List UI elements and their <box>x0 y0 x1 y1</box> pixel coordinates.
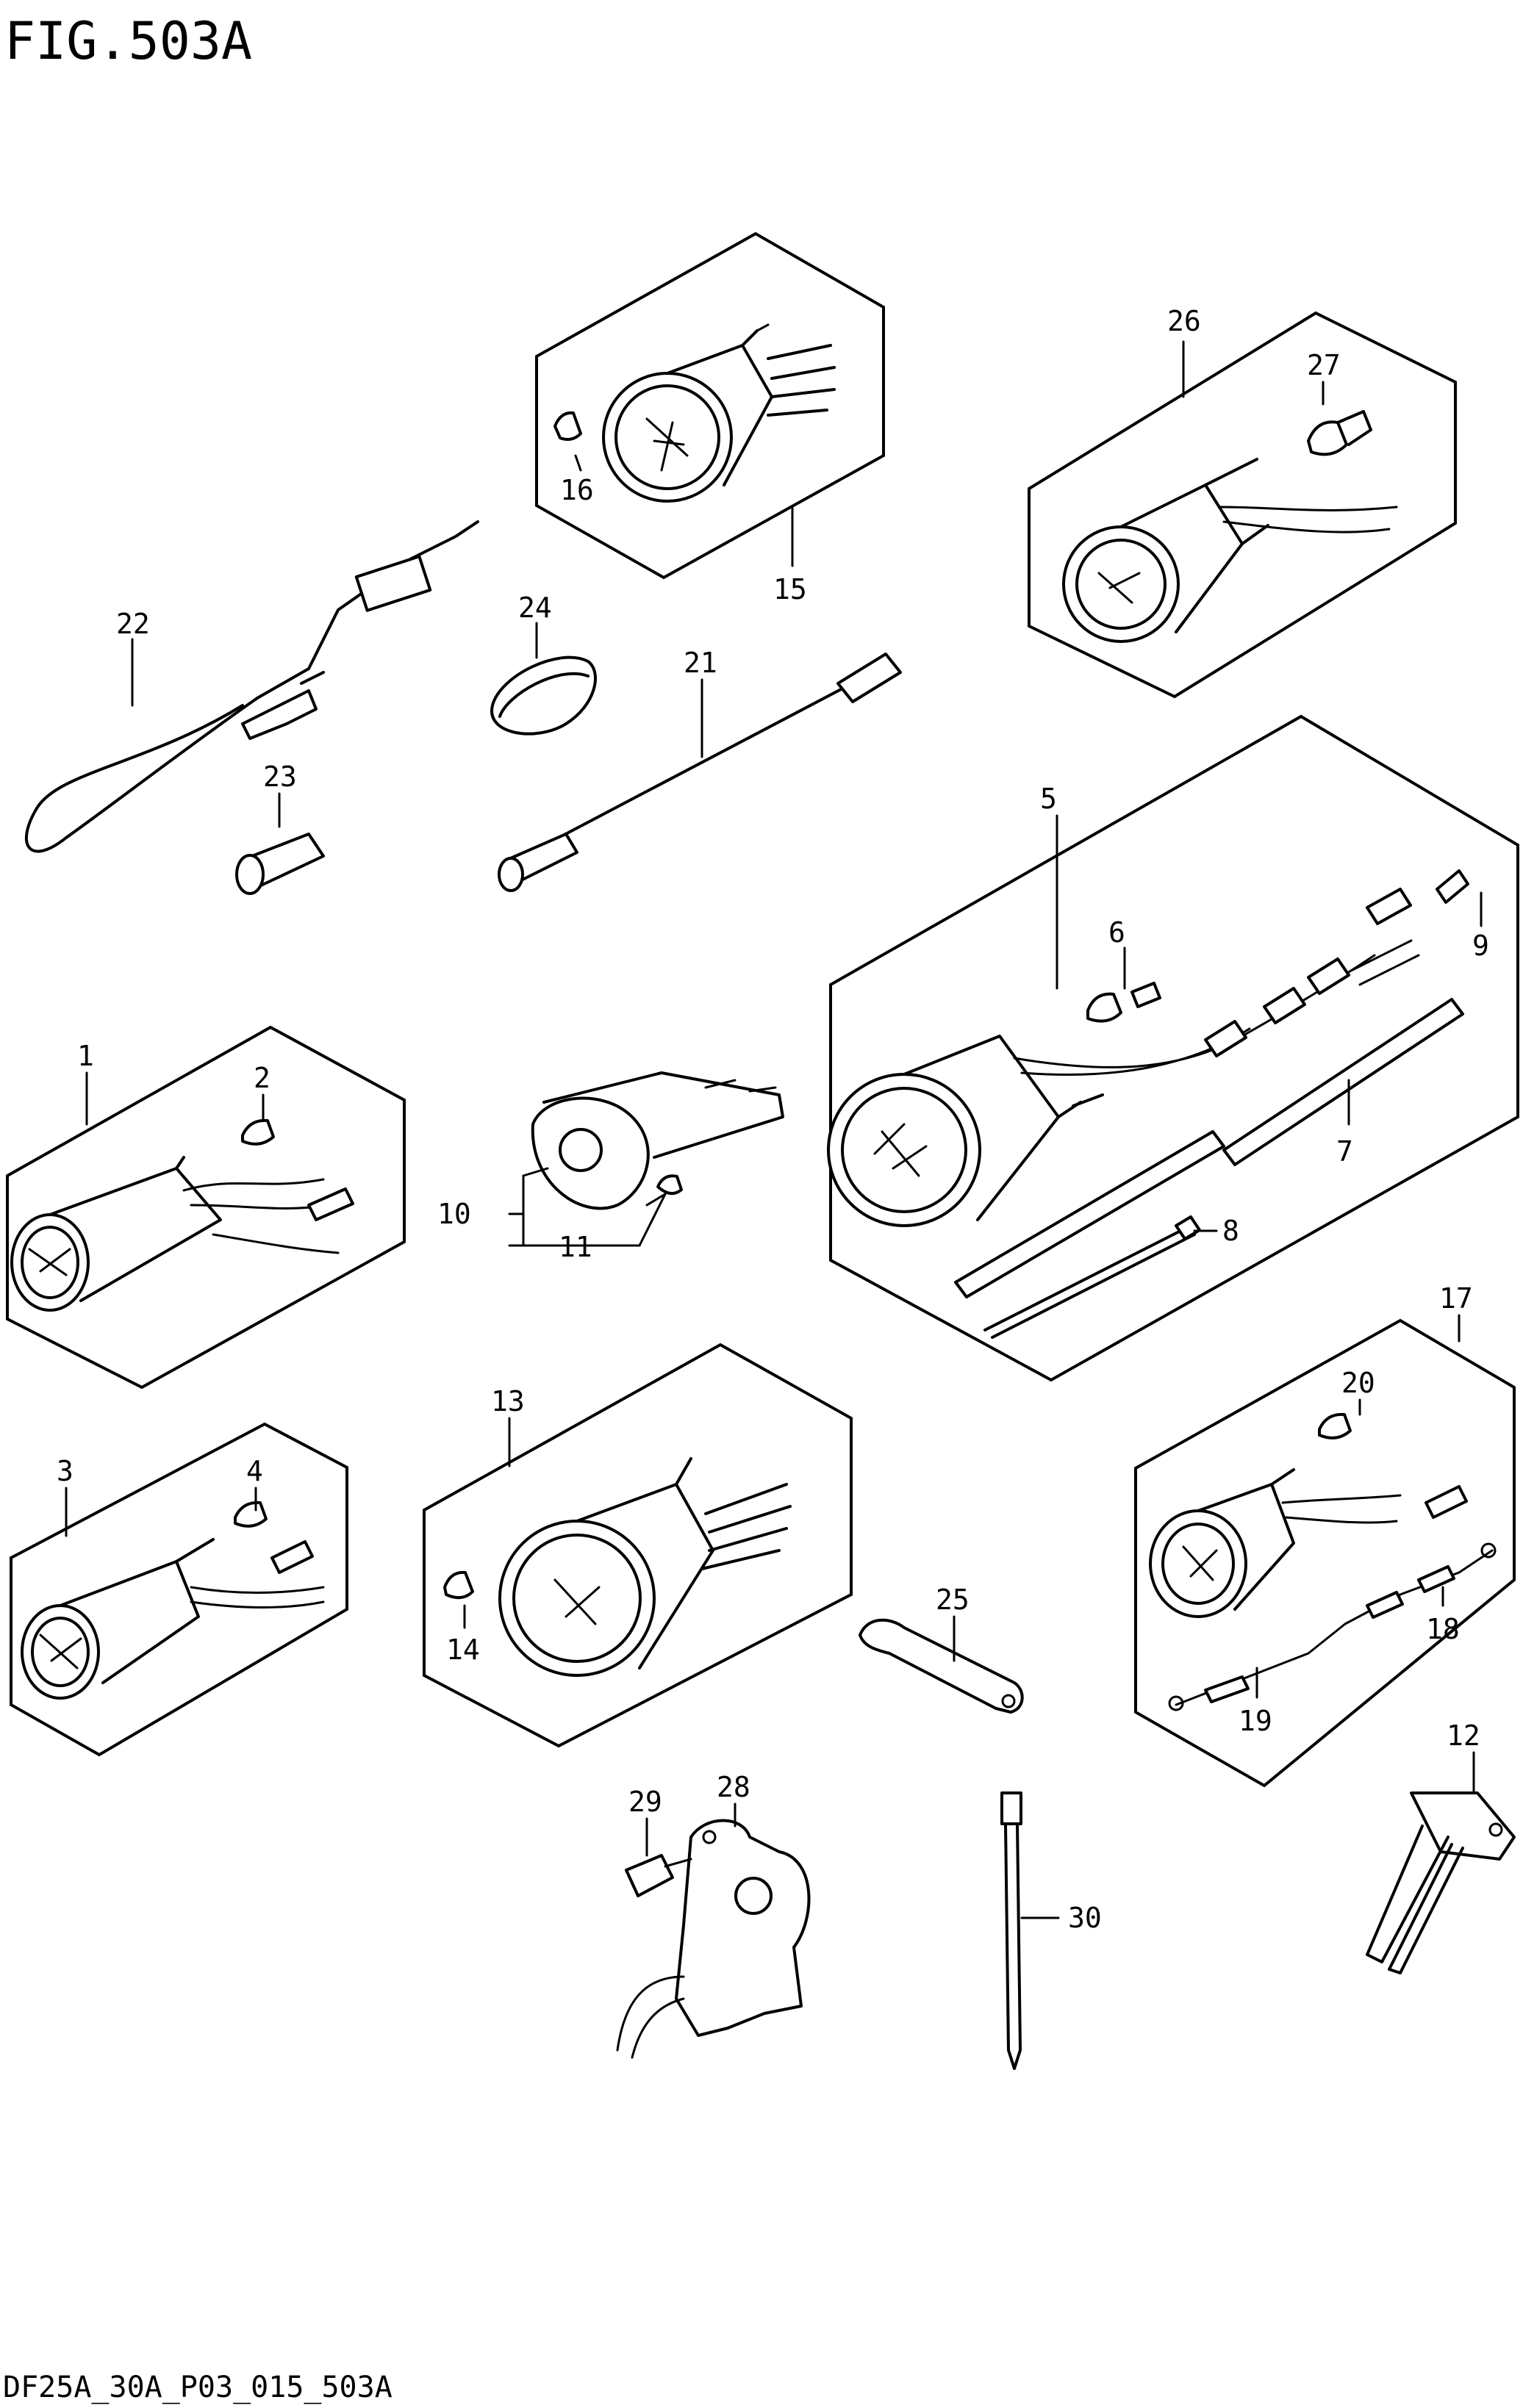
part-13-gauge-kit <box>423 1343 853 1748</box>
callout-29: 29 <box>628 1786 662 1818</box>
callout-8: 8 <box>1222 1215 1239 1247</box>
callout-19: 19 <box>1239 1705 1272 1737</box>
callout-17: 17 <box>1439 1282 1473 1315</box>
callout-15: 15 <box>773 573 807 605</box>
part-30-cable-tie <box>1000 1791 1022 2070</box>
callout-23: 23 <box>263 761 297 793</box>
callout-18: 18 <box>1426 1613 1460 1645</box>
callout-16: 16 <box>560 474 594 506</box>
callout-11: 11 <box>559 1231 592 1263</box>
callout-27: 27 <box>1307 349 1341 381</box>
part-21-extension-cable <box>498 653 902 892</box>
part-15-gauge-kit <box>535 231 885 580</box>
callout-24: 24 <box>518 592 552 624</box>
callout-6: 6 <box>1108 916 1125 949</box>
callout-7: 7 <box>1336 1135 1353 1168</box>
callout-4: 4 <box>246 1455 263 1487</box>
part-25-strap <box>859 1618 1024 1714</box>
callout-30: 30 <box>1068 1902 1102 1934</box>
callout-20: 20 <box>1341 1367 1375 1399</box>
part-10-gauge-bracket <box>531 1071 784 1210</box>
callout-28: 28 <box>717 1771 750 1803</box>
part-24-grommet <box>490 655 597 736</box>
figure-code: DF25A_30A_P03_015_503A <box>3 2371 393 2404</box>
part-29-bolt <box>625 1854 692 1897</box>
figure-title: FIG.503A <box>4 11 252 71</box>
callout-9: 9 <box>1472 930 1489 962</box>
leader-16 <box>574 454 582 472</box>
part-26-gauge-kit <box>1028 311 1457 699</box>
callout-13: 13 <box>491 1385 525 1417</box>
callout-10: 10 <box>437 1198 471 1230</box>
part-5-gauge-kit <box>827 714 1519 1382</box>
callout-1: 1 <box>77 1040 94 1072</box>
callout-2: 2 <box>254 1062 270 1094</box>
part-22-harness <box>24 520 479 853</box>
leader-11 <box>638 1193 667 1247</box>
callout-3: 3 <box>57 1455 74 1487</box>
callout-25: 25 <box>936 1584 970 1616</box>
callout-5: 5 <box>1040 783 1057 815</box>
leader-10-11 <box>508 1174 641 1247</box>
callout-14: 14 <box>446 1634 480 1666</box>
part-11-screw <box>645 1174 683 1207</box>
part-28-switch <box>616 1819 811 2059</box>
part-3-gauge-kit <box>10 1422 348 1757</box>
part-12-sender <box>1366 1791 1516 1974</box>
callout-22: 22 <box>116 608 150 640</box>
part-17-gauge-kit <box>1134 1318 1516 1788</box>
callout-26: 26 <box>1167 305 1201 337</box>
callout-21: 21 <box>684 647 717 679</box>
callout-12: 12 <box>1447 1719 1480 1752</box>
leader-10 <box>522 1167 549 1177</box>
part-1-gauge-kit <box>6 1025 406 1390</box>
part-23-connector <box>235 833 325 895</box>
